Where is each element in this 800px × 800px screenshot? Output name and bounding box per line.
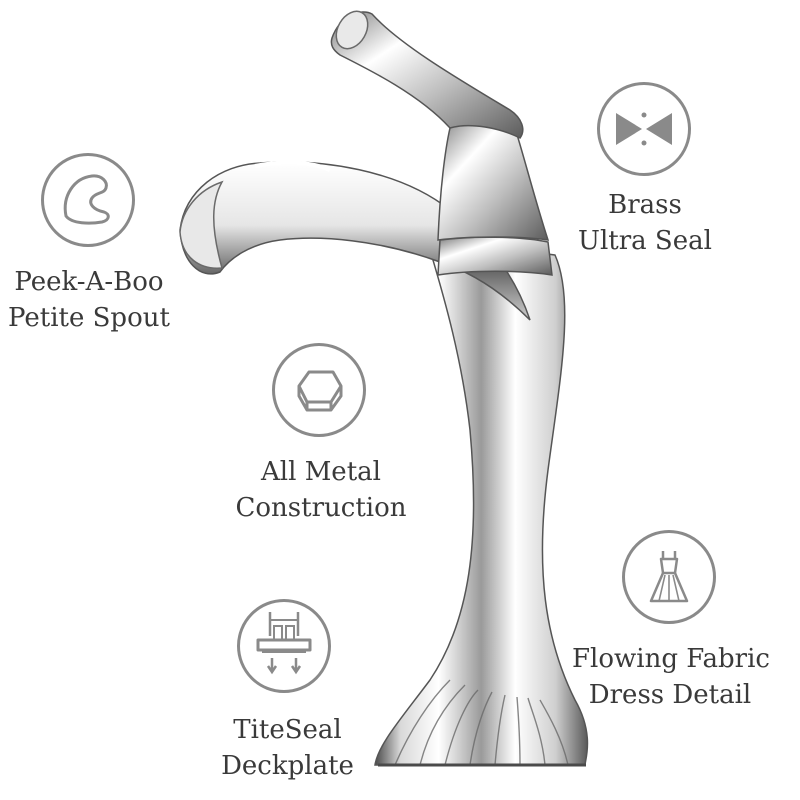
spout-curve-icon bbox=[41, 153, 135, 247]
faucet-handle-post bbox=[437, 119, 550, 241]
dress-icon bbox=[622, 530, 716, 624]
deckplate-icon bbox=[237, 599, 331, 693]
feature-label-dress: Flowing Fabric Dress Detail bbox=[572, 644, 770, 710]
feature-label-deckplate: TiteSeal Deckplate bbox=[221, 715, 354, 781]
base-flutes bbox=[394, 679, 569, 766]
faucet-collar bbox=[437, 236, 553, 276]
feature-label-spout: Peek-A-Boo Petite Spout bbox=[8, 267, 170, 333]
feature-label-metal: All Metal Construction bbox=[235, 457, 407, 523]
bowtie-seal-icon bbox=[597, 82, 691, 176]
faucet-lever bbox=[330, 11, 524, 139]
faucet-body bbox=[374, 249, 589, 766]
feature-label-seal: Brass Ultra Seal bbox=[578, 190, 712, 256]
hexagon-nut-icon bbox=[272, 343, 366, 437]
